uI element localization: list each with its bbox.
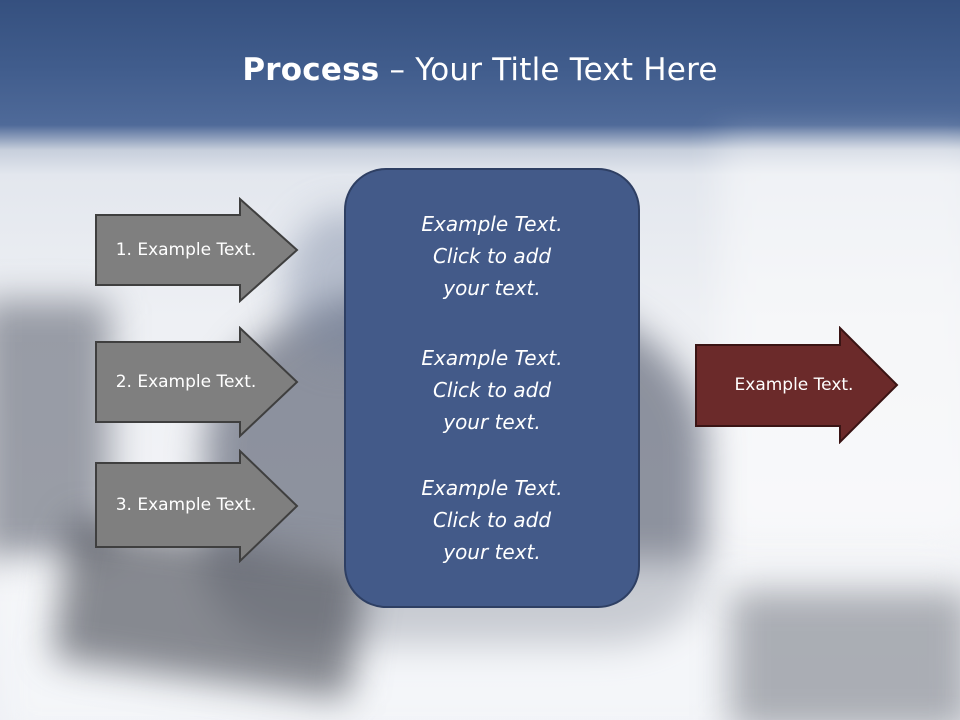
arrow-shape-2 — [95, 326, 299, 438]
center-text-block-3[interactable]: Example Text. Click to add your text. — [421, 476, 563, 564]
result-arrow-label: Example Text. — [734, 375, 854, 395]
center-text-box[interactable]: Example Text. Click to add your text. Ex… — [344, 168, 640, 608]
arrow-label-1: 1. Example Text. — [115, 240, 257, 260]
title-bold: Process — [242, 52, 380, 88]
process-arrow-1[interactable]: 1. Example Text. — [94, 197, 300, 303]
process-arrow-3[interactable]: 3. Example Text. — [94, 449, 300, 563]
center-text-block-2[interactable]: Example Text. Click to add your text. — [421, 346, 563, 434]
center-text-block-1[interactable]: Example Text. Click to add your text. — [421, 212, 563, 300]
title-rest: – Your Title Text Here — [379, 52, 718, 88]
background-book — [730, 590, 960, 720]
result-arrow-shape — [695, 326, 899, 444]
process-arrow-2[interactable]: 2. Example Text. — [94, 326, 300, 438]
arrow-label-2: 2. Example Text. — [115, 372, 257, 392]
slide-title[interactable]: Process – Your Title Text Here — [0, 52, 960, 88]
background-monitor — [0, 300, 110, 560]
arrow-label-3: 3. Example Text. — [115, 495, 257, 515]
arrow-shape-1 — [95, 197, 299, 303]
arrow-shape-3 — [95, 449, 299, 563]
result-arrow[interactable]: Example Text. — [694, 326, 900, 444]
